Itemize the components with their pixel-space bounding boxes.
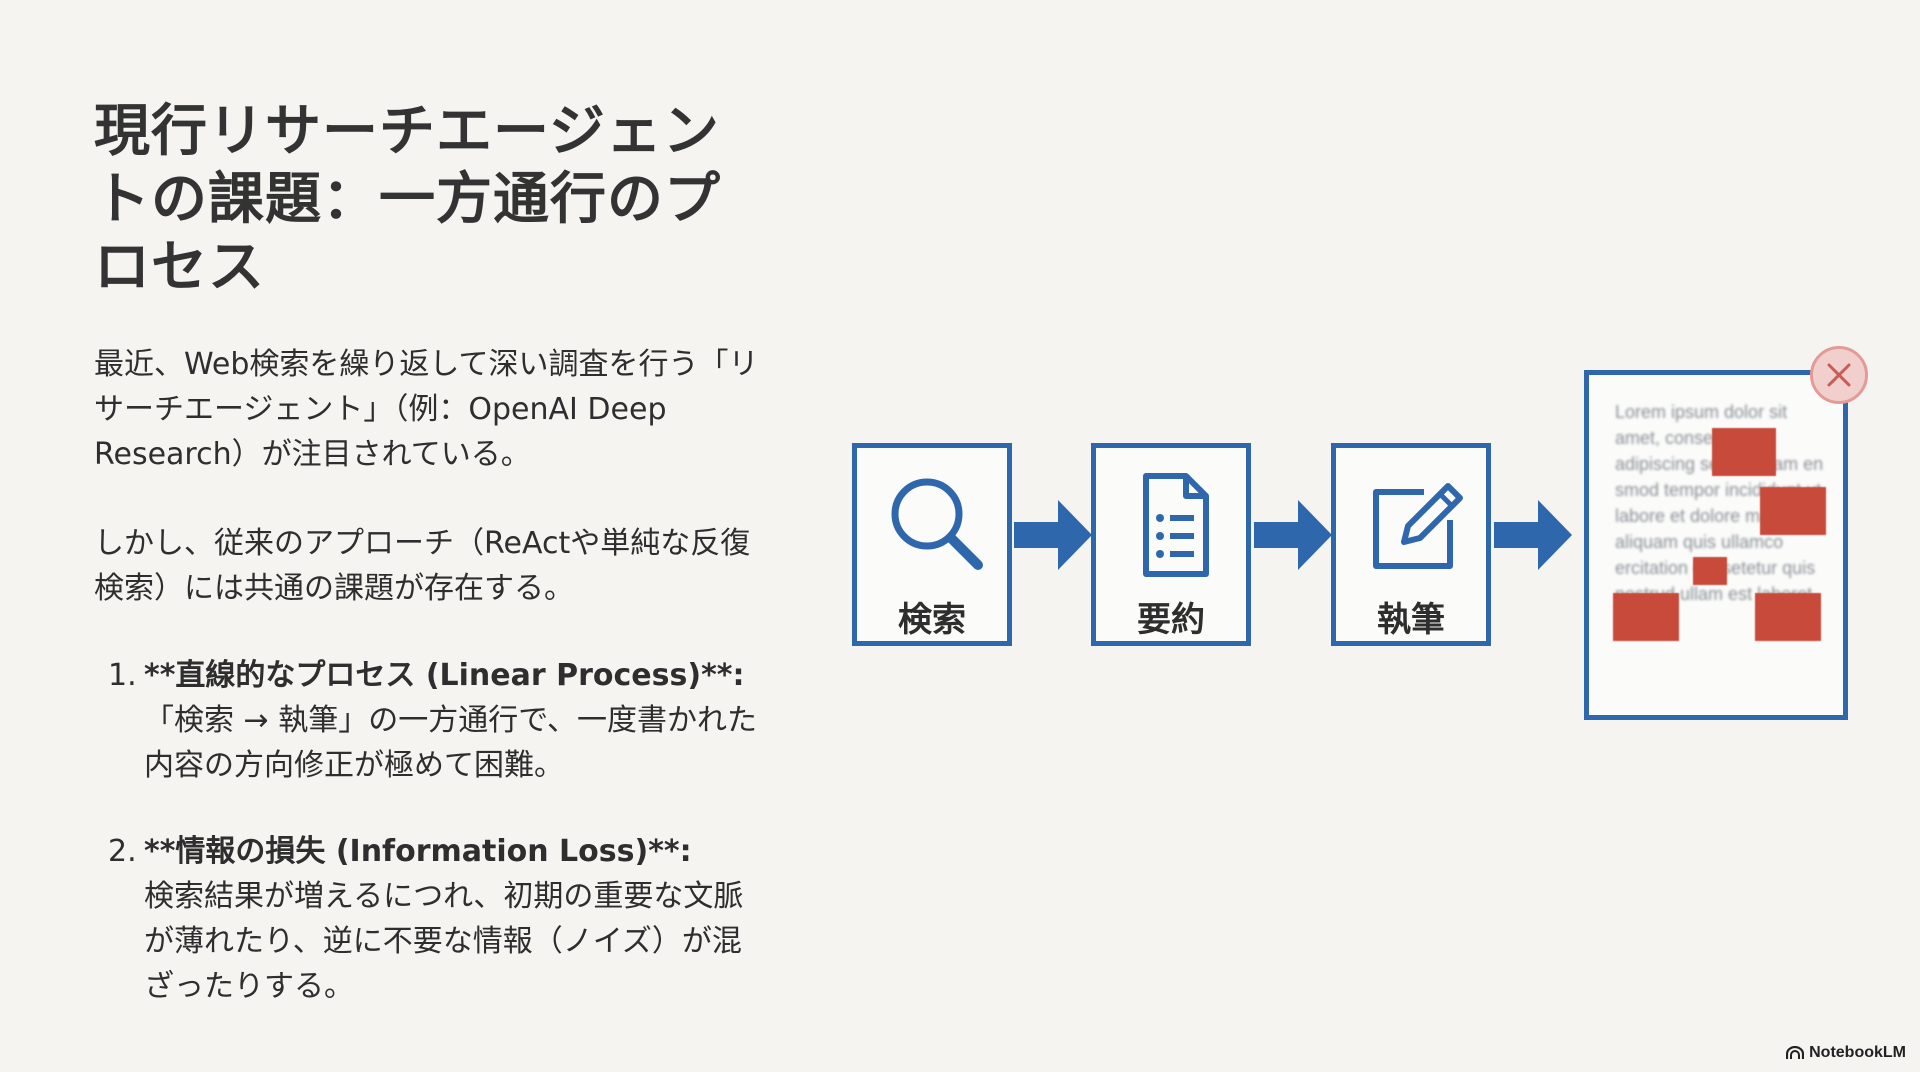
brand-watermark: NotebookLM [1786,1044,1906,1062]
arrow-right-icon [1014,500,1092,570]
step-summarize: 要約 [1091,443,1251,646]
redaction-block [1613,593,1679,641]
close-badge [1810,346,1868,404]
document-list-icon [1143,473,1209,577]
redaction-block [1760,487,1826,535]
step-label: 検索 [898,600,966,640]
redaction-block [1712,428,1776,476]
issue-item: 2. **情報の損失 (Information Loss)**: 検索結果が増え… [108,829,768,1009]
issue-number: 2. [108,834,137,869]
arrow-right-icon [1254,500,1332,570]
search-icon [891,478,983,570]
step-search: 検索 [852,443,1012,646]
issue-number: 1. [108,658,137,693]
step-write: 執筆 [1331,443,1491,646]
issue-body: 「検索 → 執筆」の一方通行で、一度書かれた内容の方向修正が極めて困難。 [144,703,758,783]
redaction-block [1755,593,1821,641]
issue-title: **情報の損失 (Information Loss)**: [144,834,692,869]
intro-paragraph: 最近、Web検索を繰り返して深い調査を行う「リサーチエージェント」（例：Open… [94,347,759,472]
output-document: Lorem ipsum dolor sit amet, consectetur … [1584,370,1848,720]
redaction-block [1693,557,1727,585]
issue-title: **直線的なプロセス (Linear Process)**: [144,658,745,693]
step-label: 要約 [1137,600,1205,640]
brand-name: NotebookLM [1809,1044,1906,1061]
step-label: 執筆 [1377,600,1445,640]
arrow-right-icon [1494,500,1572,570]
issue-body: 検索結果が増えるにつれ、初期の重要な文脈が薄れたり、逆に不要な情報（ノイズ）が混… [144,879,744,1004]
pencil-edit-icon [1373,483,1463,569]
notebooklm-logo-icon [1786,1046,1805,1059]
slide-title: 現行リサーチエージェントの課題：一方通行のプロセス [94,99,721,300]
problem-paragraph: しかし、従来のアプローチ（ReActや単純な反復検索）には共通の課題が存在する。 [94,526,751,606]
close-icon [1827,363,1851,387]
issue-item: 1. **直線的なプロセス (Linear Process)**: 「検索 → … [108,653,768,788]
